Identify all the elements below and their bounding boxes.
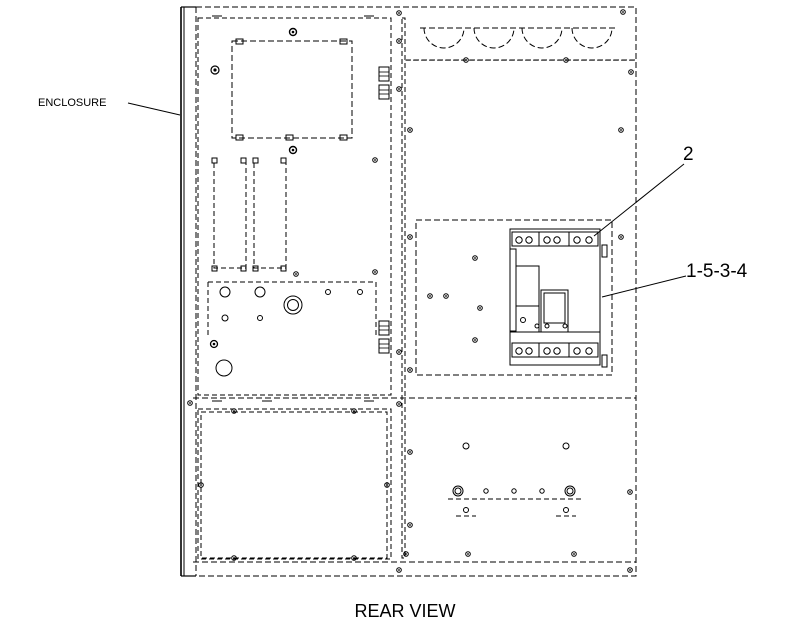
breaker-mounting-plate <box>415 219 613 376</box>
control-area-cutout <box>207 281 377 335</box>
view-title: REAR VIEW <box>354 601 455 621</box>
lower-left-plate <box>200 411 388 559</box>
upper-cutout-plate <box>231 40 353 139</box>
enclosure-outline <box>193 6 637 577</box>
mounting-plate-holes <box>427 255 483 343</box>
rail-cutouts <box>213 163 287 269</box>
circuit-breaker <box>509 228 608 368</box>
bus-bar-lines <box>448 498 582 517</box>
cable-knockouts <box>420 27 616 49</box>
callout-1534: 1-5-3-4 <box>601 261 748 298</box>
callout-2: 2 <box>593 144 694 237</box>
control-area-holes <box>209 286 363 377</box>
lower-right-holes <box>452 442 576 513</box>
enclosure-label: ENCLOSURE <box>38 97 106 109</box>
enclosure-side-wall <box>180 6 196 577</box>
callout-1534-label: 1-5-3-4 <box>686 261 748 282</box>
callout-2-label: 2 <box>683 144 694 165</box>
enclosure-callout: ENCLOSURE <box>38 97 181 116</box>
upper-cutout-corners <box>235 38 348 141</box>
upper-cutout-holes <box>210 27 298 155</box>
left-door-panels <box>197 17 637 560</box>
hinge-brackets <box>378 66 390 354</box>
lower-left-plate-holes <box>198 408 390 561</box>
edge-tick-marks <box>212 15 374 402</box>
rail-tabs <box>211 157 287 272</box>
